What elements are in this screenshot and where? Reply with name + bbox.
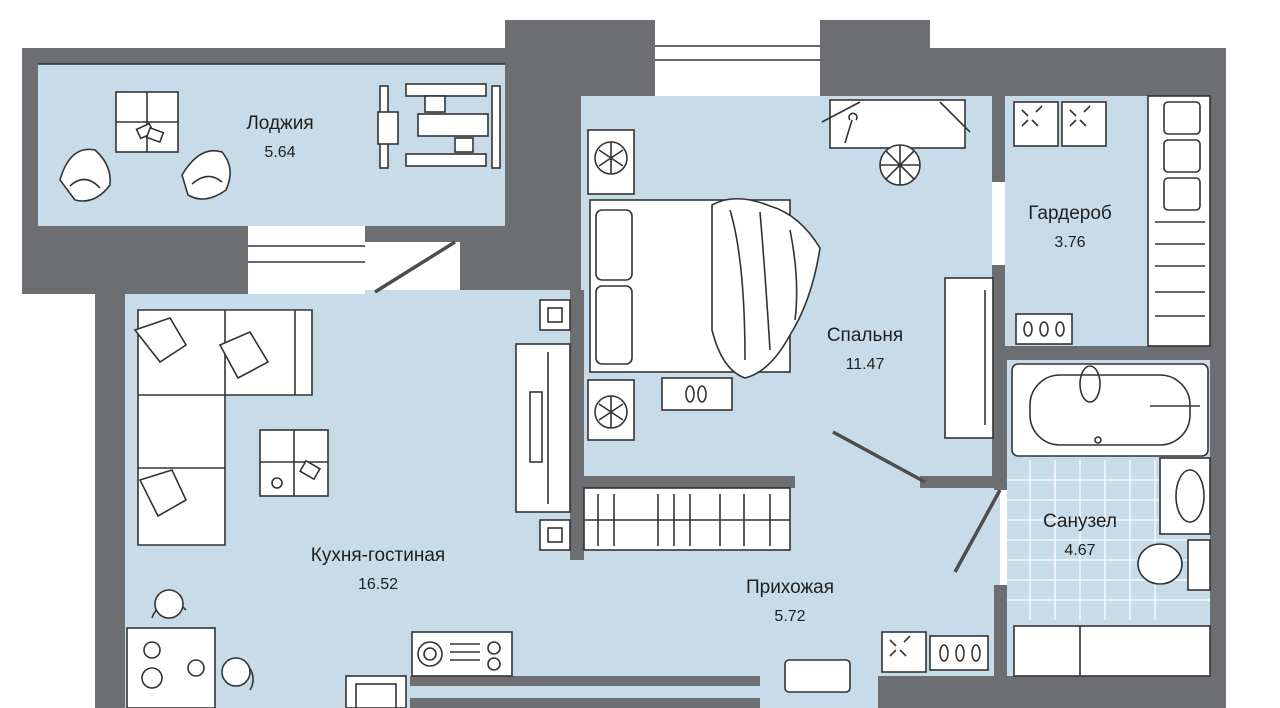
room-area: 3.76 — [1054, 234, 1086, 251]
hallway-furniture — [583, 487, 989, 693]
door-bathroom — [953, 489, 1002, 573]
room-name: Санузел — [1042, 511, 1117, 532]
room-label-living: Кухня-гостиная 16.52 — [278, 544, 478, 596]
bathroom-fixtures — [1011, 363, 1211, 677]
tv-stand — [515, 343, 571, 513]
sink — [1159, 457, 1211, 535]
bedroom-furniture — [587, 99, 994, 441]
washing-machine — [1013, 625, 1211, 677]
room-area: 5.64 — [264, 144, 296, 161]
room-name: Гардероб — [1028, 203, 1112, 224]
door-bedroom — [832, 430, 926, 484]
room-area: 11.47 — [845, 356, 885, 373]
room-label-wardrobe: Гардероб 3.76 — [1010, 202, 1130, 254]
room-area: 4.67 — [1064, 542, 1096, 559]
shelf — [1147, 95, 1211, 347]
room-area: 5.72 — [774, 608, 806, 625]
room-name: Лоджия — [246, 113, 314, 134]
room-label-loggia: Лоджия 5.64 — [220, 112, 340, 164]
room-label-hallway: Прихожая 5.72 — [725, 576, 855, 628]
exercise-machine-icon — [377, 83, 501, 169]
windows — [38, 20, 820, 294]
door-loggia — [374, 240, 456, 294]
doors — [374, 240, 1002, 573]
walls — [22, 20, 1226, 708]
armchair-icon — [181, 150, 231, 200]
window-loggia — [248, 226, 365, 294]
toilet — [1137, 543, 1183, 585]
shoes — [1015, 313, 1073, 345]
room-area: 16.52 — [357, 576, 399, 593]
room-name: Кухня-гостиная — [310, 545, 446, 566]
room-name: Прихожая — [745, 577, 835, 598]
room-label-bedroom: Спальня 11.47 — [805, 324, 925, 376]
room-label-bathroom: Санузел 4.67 — [1020, 510, 1140, 562]
armchair-icon — [59, 148, 112, 202]
living-furniture — [126, 299, 571, 708]
slippers — [661, 377, 733, 411]
window-top — [655, 20, 820, 96]
room-name: Спальня — [826, 325, 904, 346]
desk — [829, 99, 966, 149]
wardrobe-furniture — [1013, 95, 1211, 347]
hall-wardrobe — [583, 487, 791, 551]
dining-table — [126, 627, 216, 708]
loggia-furniture — [59, 83, 501, 202]
ottoman — [784, 659, 851, 693]
